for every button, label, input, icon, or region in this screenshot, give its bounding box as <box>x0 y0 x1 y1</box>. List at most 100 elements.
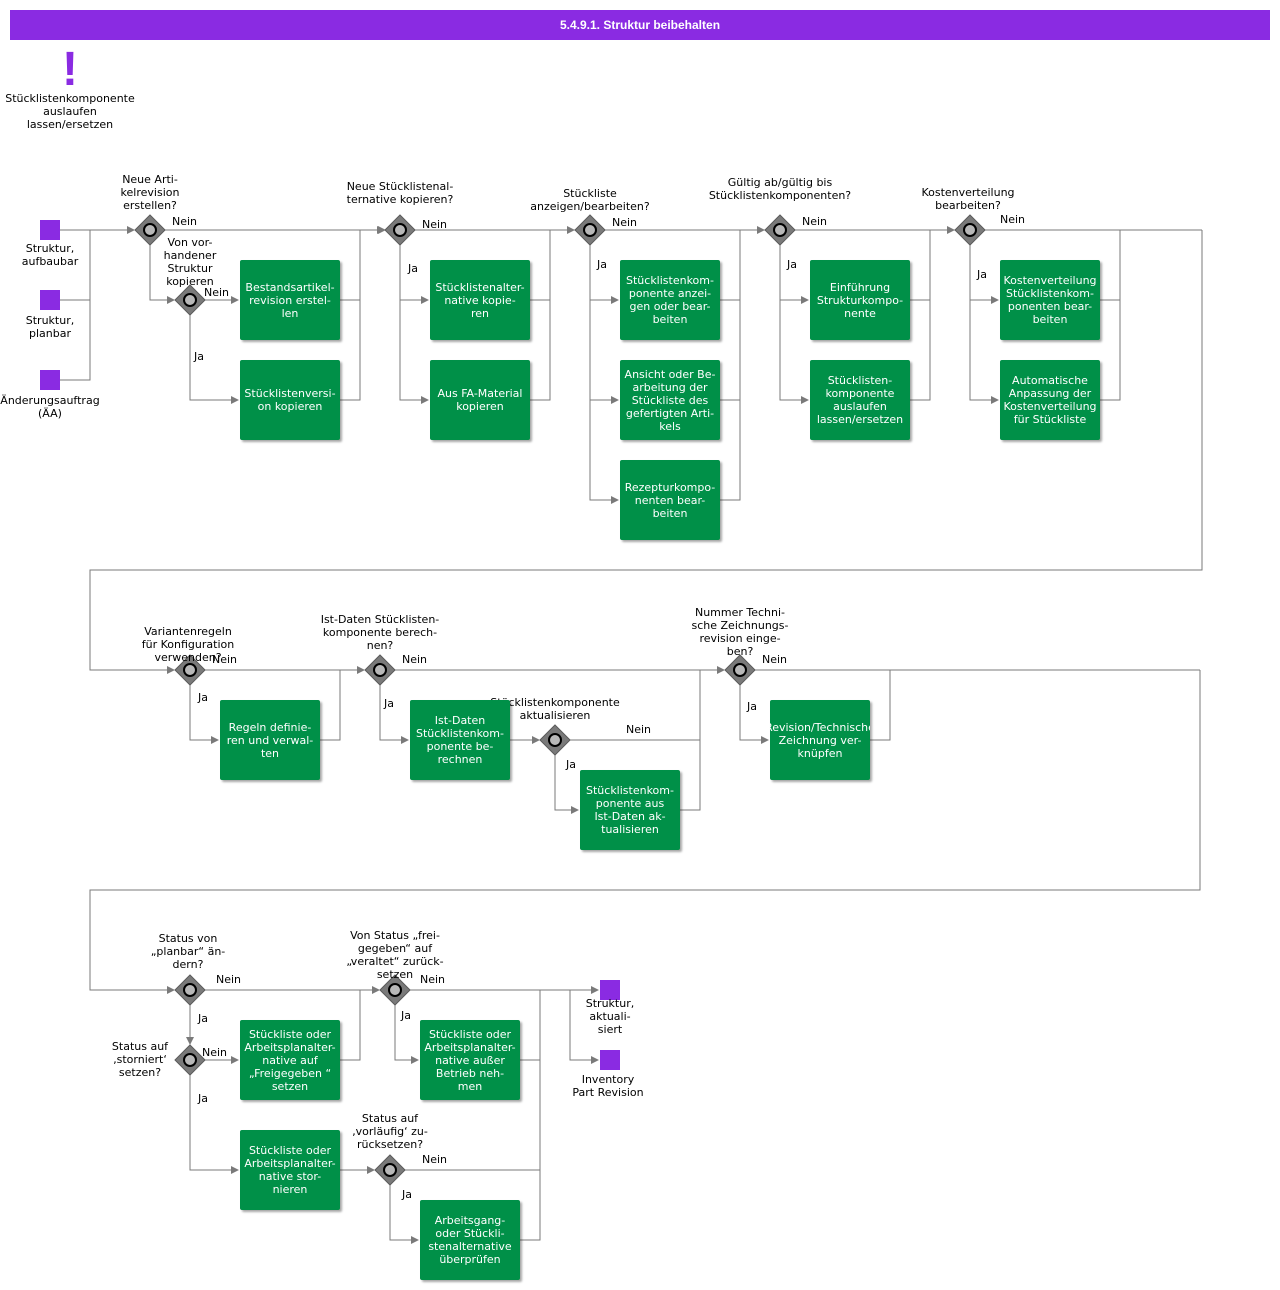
task-stuecklistenalternative-kopieren[interactable]: Stücklistenalter- native kopie- ren <box>430 260 530 340</box>
gateway-istdaten[interactable] <box>364 654 396 686</box>
gateway-label-zeichnungsrevision: Nummer Techni- sche Zeichnungs- revision… <box>691 606 789 658</box>
flow-connector <box>394 1005 419 1064</box>
task-komponente-anzeigen[interactable]: Stücklistenkom- ponente anzei- gen oder … <box>620 260 720 340</box>
label-nein-g7: Nein <box>402 653 428 666</box>
flow-connector <box>910 230 931 301</box>
gateway-variantenregeln[interactable] <box>174 654 206 686</box>
flow-connector <box>89 230 1203 674</box>
gateway-label-komponente-aktualisieren: Stücklistenkomponente aktualisieren <box>490 696 620 722</box>
label-nein-g1: Nein <box>172 215 198 228</box>
gateway-label-status-freigegeben: Von Status „frei- gegeben“ auf „veraltet… <box>346 929 444 981</box>
gateway-stuecklistenalternative[interactable] <box>384 214 416 246</box>
task-regeln-definieren[interactable]: Regeln definie- ren und verwal- ten <box>220 700 320 780</box>
gateway-status-planbar[interactable] <box>174 974 206 1006</box>
label-ja-g10: Ja <box>401 1009 411 1022</box>
task-kostenverteilung-bearbeiten[interactable]: Kostenverteilung Stücklistenkom- ponente… <box>1000 260 1100 340</box>
label-ja-g2: Ja <box>408 262 418 275</box>
label-nein-g4: Nein <box>802 215 828 228</box>
task-kostenverteilung-automatisch[interactable]: Automatische Anpassung der Kostenverteil… <box>1000 360 1100 440</box>
end-event-inventory-part-revision[interactable] <box>600 1050 620 1070</box>
flow-connector <box>89 670 1201 994</box>
flow-connector <box>389 1185 419 1244</box>
label-ja-g9b: Ja <box>198 1092 208 1105</box>
gateway-zeichnungsrevision[interactable] <box>724 654 756 686</box>
flow-connector <box>910 230 931 401</box>
label-nein-g6: Nein <box>212 653 238 666</box>
gateway-label-status-vorlaeufig: Status auf ‚vorläufig‘ zu- rücksetzen? <box>352 1112 428 1151</box>
label-nein-g5: Nein <box>1000 213 1026 226</box>
flow-connector <box>589 300 619 404</box>
task-bestandsartikelrevision-erstellen[interactable]: Bestandsartikel- revision erstel- len <box>240 260 340 340</box>
task-revision-zeichnung-verknuepfen[interactable]: Revision/Technische Zeichnung ver- knüpf… <box>770 700 870 780</box>
label-ja-g7b: Ja <box>566 758 576 771</box>
flow-connector <box>60 230 91 381</box>
gateway-status-vorlaeufig[interactable] <box>374 1154 406 1186</box>
flow-connector <box>340 230 361 301</box>
gateway-label-istdaten: Ist-Daten Stücklisten- komponente berech… <box>320 613 440 652</box>
gateway-kostenverteilung[interactable] <box>954 214 986 246</box>
flow-connector <box>554 755 579 814</box>
label-ja-g1b: Ja <box>194 350 204 363</box>
label-ja-g8: Ja <box>747 700 757 713</box>
task-fa-material-kopieren[interactable]: Aus FA-Material kopieren <box>430 360 530 440</box>
label-ja-g4: Ja <box>787 258 797 271</box>
flow-connector <box>779 245 809 304</box>
label-nein-g9: Nein <box>216 973 242 986</box>
start-event-aufbaubar-label: Struktur, aufbaubar <box>21 242 79 268</box>
label-ja-g7: Ja <box>384 697 394 710</box>
task-ausser-betrieb-nehmen[interactable]: Stückliste oder Arbeitsplanalter- native… <box>420 1020 520 1100</box>
gateway-label-kostenverteilung: Kostenverteilung bearbeiten? <box>921 186 1015 212</box>
task-stuecklistenversion-kopieren[interactable]: Stücklistenversi- on kopieren <box>240 360 340 440</box>
label-nein-g11: Nein <box>422 1153 448 1166</box>
label-nein-g1b: Nein <box>204 286 230 299</box>
gateway-gueltigkeit[interactable] <box>764 214 796 246</box>
task-istdaten-berechnen[interactable]: Ist-Daten Stücklistenkom- ponente be- re… <box>410 700 510 780</box>
flow-connector <box>189 1075 239 1174</box>
gateway-label-struktur-kopieren: Von vor- handener Struktur kopieren <box>163 236 217 288</box>
note-label: Stücklistenkomponente auslaufen lassen/e… <box>5 92 135 131</box>
task-komponente-auslaufen[interactable]: Stücklisten- komponente auslaufen lassen… <box>810 360 910 440</box>
gateway-stueckliste-anzeigen[interactable] <box>574 214 606 246</box>
flow-connector <box>189 315 239 404</box>
exclamation-icon: ! <box>62 43 78 96</box>
flow-connector <box>340 990 361 1061</box>
gateway-status-freigegeben[interactable] <box>379 974 411 1006</box>
gateway-status-storniert[interactable] <box>174 1044 206 1076</box>
gateway-struktur-kopieren[interactable] <box>174 284 206 316</box>
label-ja-g6: Ja <box>198 691 208 704</box>
gateway-label-status-planbar: Status von „planbar“ än- dern? <box>150 932 226 971</box>
label-ja-g9: Ja <box>198 1012 208 1025</box>
flow-connector <box>530 230 551 301</box>
flow-connector <box>520 990 541 1061</box>
flow-connector <box>720 230 741 501</box>
task-rezepturkomponenten[interactable]: Rezepturkompo- nenten bear- beiten <box>620 460 720 540</box>
task-komponente-aktualisieren[interactable]: Stücklistenkom- ponente aus Ist-Daten ak… <box>580 770 680 850</box>
gateway-label-stueckliste-anzeigen: Stückliste anzeigen/bearbeiten? <box>530 187 650 213</box>
start-event-planbar[interactable] <box>40 290 60 310</box>
start-event-aenderungsauftrag-label: Änderungsauftrag (ÄA) <box>0 394 100 420</box>
task-stueckliste-ansicht[interactable]: Ansicht oder Be- arbeitung der Stücklist… <box>620 360 720 440</box>
flow-connector <box>589 400 619 504</box>
flow-connector <box>189 685 219 744</box>
task-freigegeben-setzen[interactable]: Stückliste oder Arbeitsplanalter- native… <box>240 1020 340 1100</box>
gateway-label-variantenregeln: Variantenregeln für Konfiguration verwen… <box>141 625 235 664</box>
flow-connector <box>379 685 409 744</box>
start-event-aenderungsauftrag[interactable] <box>40 370 60 390</box>
gateway-artikelrevision[interactable] <box>134 214 166 246</box>
task-stornieren[interactable]: Stückliste oder Arbeitsplanalter- native… <box>240 1130 340 1210</box>
flow-connector <box>969 300 999 404</box>
start-event-aufbaubar[interactable] <box>40 220 60 240</box>
flow-connector <box>149 245 175 304</box>
gateway-label-gueltigkeit: Gültig ab/gültig bis Stücklistenkomponen… <box>708 176 852 202</box>
task-arbeitsgang-pruefen[interactable]: Arbeitsgang- oder Stückli- stenalternati… <box>420 1200 520 1280</box>
flow-connector <box>720 230 741 401</box>
label-ja-g5: Ja <box>977 268 987 281</box>
flow-connector <box>720 230 741 301</box>
gateway-komponente-aktualisieren[interactable] <box>539 724 571 756</box>
flow-connector <box>530 230 551 401</box>
end-event-struktur-aktualisiert[interactable] <box>600 980 620 1000</box>
task-einfuehrung-strukturkomponente[interactable]: Einführung Strukturkompo- nente <box>810 260 910 340</box>
label-nein-g10: Nein <box>420 973 446 986</box>
